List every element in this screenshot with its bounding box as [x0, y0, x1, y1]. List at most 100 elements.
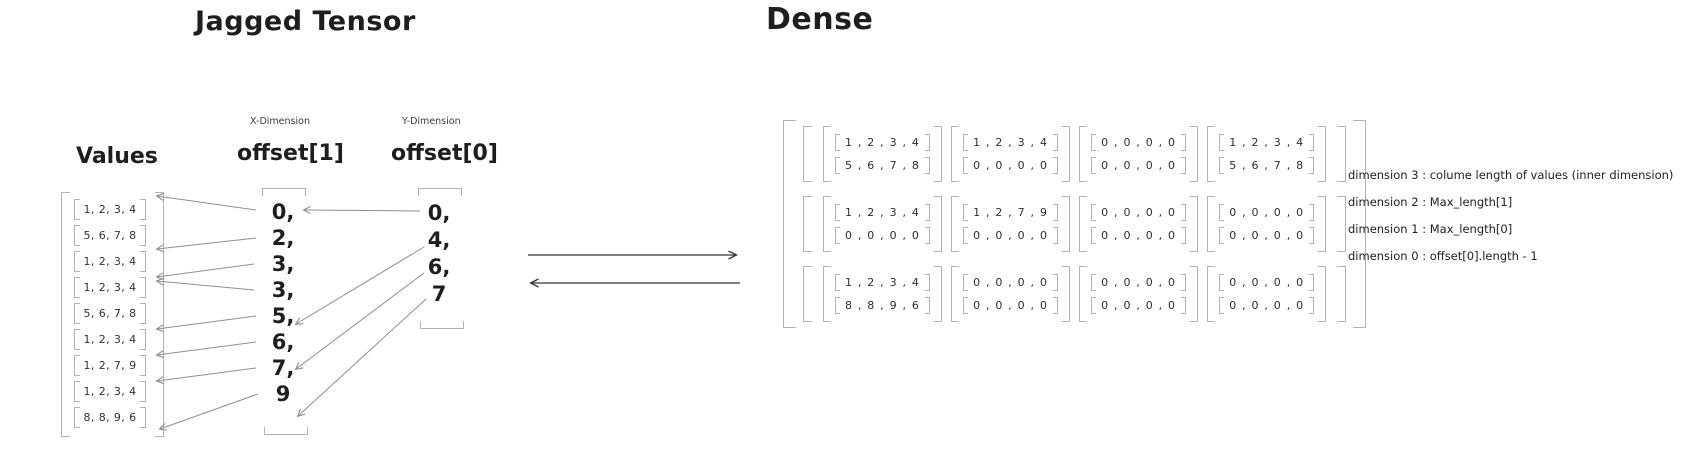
dense-vector: 0 , 0 , 0 , 0: [1091, 297, 1186, 314]
vector-text: 1 , 2 , 3 , 4: [973, 136, 1049, 149]
values-row-text: 5, 6, 7, 8: [83, 228, 137, 242]
vector-text: 0 , 0 , 0 , 0: [1229, 229, 1305, 242]
offset1-label: offset[1]: [237, 141, 344, 166]
vector-text: 8 , 8 , 9 , 6: [845, 299, 921, 312]
values-row-text: 1, 2, 3, 4: [83, 280, 137, 294]
offset1-item: 3,: [271, 252, 295, 276]
vector-text: 0 , 0 , 0 , 0: [1229, 206, 1305, 219]
dense-vector: 1 , 2 , 3 , 4: [963, 134, 1058, 151]
dense-block: 1 , 2 , 7 , 9 0 , 0 , 0 , 0: [951, 196, 1070, 252]
dimension-note: dimension 3 : colume length of values (i…: [1348, 168, 1674, 182]
dense-vector: 0 , 0 , 0 , 0: [1219, 227, 1314, 244]
vector-text: 5 , 6 , 7 , 8: [845, 159, 921, 172]
dimension-notes: dimension 3 : colume length of values (i…: [1348, 168, 1673, 276]
vector-text: 0 , 0 , 0 , 0: [973, 299, 1049, 312]
values-row: 8, 8, 9, 6: [74, 404, 146, 430]
offset0-column: 0, 4, 6, 7: [412, 188, 466, 329]
dense-vector: 0 , 0 , 0 , 0: [1091, 227, 1186, 244]
vector-text: 0 , 0 , 0 , 0: [973, 229, 1049, 242]
dense-block: 0 , 0 , 0 , 0 0 , 0 , 0 , 0: [951, 266, 1070, 322]
vector-text: 0 , 0 , 0 , 0: [845, 229, 921, 242]
offset1-item: 2,: [271, 226, 295, 250]
dense-vector: 5 , 6 , 7 , 8: [835, 157, 930, 174]
dimension-note: dimension 1 : Max_length[0]: [1348, 222, 1513, 236]
vector-text: 0 , 0 , 0 , 0: [973, 276, 1049, 289]
dense-block: 1 , 2 , 3 , 4 8 , 8 , 9 , 6: [823, 266, 942, 322]
dense-block: 0 , 0 , 0 , 0 0 , 0 , 0 , 0: [1079, 126, 1198, 182]
values-row: 5, 6, 7, 8: [74, 300, 146, 326]
values-row-text: 1, 2, 3, 4: [83, 202, 137, 216]
vector-text: 0 , 0 , 0 , 0: [1101, 299, 1177, 312]
dense-block: 1 , 2 , 3 , 4 0 , 0 , 0 , 0: [823, 196, 942, 252]
values-row-text: 1, 2, 3, 4: [83, 332, 137, 346]
dense-vector: 0 , 0 , 0 , 0: [963, 157, 1058, 174]
arrow-offset1-3b-to-values: [155, 277, 255, 291]
arrow-offset1-5-to-values: [155, 315, 257, 333]
dense-block: 0 , 0 , 0 , 0 0 , 0 , 0 , 0: [1207, 266, 1326, 322]
offset1-item: 5,: [271, 304, 295, 328]
values-row-text: 1, 2, 3, 4: [83, 384, 137, 398]
dense-row: 1 , 2 , 3 , 4 0 , 0 , 0 , 0 1 , 2 , 7 , …: [803, 196, 1346, 252]
arrow-offset0-6-to-offset1: [294, 272, 425, 371]
values-column: 1, 2, 3, 4 5, 6, 7, 8 1, 2, 3, 4 1, 2, 3…: [61, 192, 164, 437]
dense-title: Dense: [766, 2, 874, 37]
arrow-offset0-4-to-offset1: [294, 246, 425, 325]
arrow-offset1-7-to-values: [155, 367, 257, 385]
vector-text: 1 , 2 , 3 , 4: [845, 276, 921, 289]
vector-text: 0 , 0 , 0 , 0: [1101, 276, 1177, 289]
offset0-item: 0,: [427, 200, 451, 225]
dense-vector: 0 , 0 , 0 , 0: [963, 274, 1058, 291]
dense-vector: 8 , 8 , 9 , 6: [835, 297, 930, 314]
arrow-offset1-3a-to-values: [155, 263, 255, 281]
vector-text: 1 , 2 , 7 , 9: [973, 206, 1049, 219]
arrow-offset0-7-to-offset1: [296, 298, 427, 418]
dense-vector: 5 , 6 , 7 , 8: [1219, 157, 1314, 174]
values-row-text: 5, 6, 7, 8: [83, 306, 137, 320]
offset0-item: 7: [431, 281, 447, 306]
dense-vector: 1 , 2 , 3 , 4: [835, 204, 930, 221]
values-row: 1, 2, 3, 4: [74, 196, 146, 222]
vector-text: 0 , 0 , 0 , 0: [1101, 206, 1177, 219]
dense-block: 1 , 2 , 3 , 4 0 , 0 , 0 , 0: [951, 126, 1070, 182]
vector-text: 0 , 0 , 0 , 0: [1101, 159, 1177, 172]
vector-text: 0 , 0 , 0 , 0: [973, 159, 1049, 172]
dense-vector: 0 , 0 , 0 , 0: [1219, 297, 1314, 314]
dense-vector: 0 , 0 , 0 , 0: [1219, 204, 1314, 221]
dense-tensor-body: 1 , 2 , 3 , 4 5 , 6 , 7 , 8 1 , 2 , 3 , …: [796, 120, 1353, 328]
arrow-offset1-9-to-values: [158, 393, 259, 431]
dense-vector: 0 , 0 , 0 , 0: [1091, 204, 1186, 221]
offset1-item: 6,: [271, 330, 295, 354]
vector-text: 1 , 2 , 3 , 4: [845, 206, 921, 219]
offset1-item: 3,: [271, 278, 295, 302]
arrow-offset1-6-to-values: [155, 341, 257, 359]
x-dimension-label: X-Dimension: [250, 116, 310, 127]
values-row-text: 8, 8, 9, 6: [83, 410, 137, 424]
vector-text: 0 , 0 , 0 , 0: [1229, 276, 1305, 289]
dense-tensor: 1 , 2 , 3 , 4 5 , 6 , 7 , 8 1 , 2 , 3 , …: [783, 120, 1366, 328]
dense-block: 0 , 0 , 0 , 0 0 , 0 , 0 , 0: [1079, 196, 1198, 252]
offset0-label: offset[0]: [391, 141, 498, 166]
dense-vector: 1 , 2 , 3 , 4: [835, 274, 930, 291]
vector-text: 0 , 0 , 0 , 0: [1229, 299, 1305, 312]
vector-text: 0 , 0 , 0 , 0: [1101, 136, 1177, 149]
dense-vector: 1 , 2 , 3 , 4: [1219, 134, 1314, 151]
values-row-text: 1, 2, 3, 4: [83, 254, 137, 268]
dense-vector: 0 , 0 , 0 , 0: [963, 227, 1058, 244]
dense-block: 0 , 0 , 0 , 0 0 , 0 , 0 , 0: [1207, 196, 1326, 252]
offset0-item: 4,: [427, 227, 451, 252]
dense-vector: 0 , 0 , 0 , 0: [1219, 274, 1314, 291]
offset0-item: 6,: [427, 254, 451, 279]
arrow-offset1-2-to-values: [155, 237, 257, 253]
values-row: 5, 6, 7, 8: [74, 222, 146, 248]
dense-block: 0 , 0 , 0 , 0 0 , 0 , 0 , 0: [1079, 266, 1198, 322]
dense-row: 1 , 2 , 3 , 4 8 , 8 , 9 , 6 0 , 0 , 0 , …: [803, 266, 1346, 322]
dense-vector: 0 , 0 , 0 , 0: [835, 227, 930, 244]
offset1-column: 0, 2, 3, 3, 5, 6, 7, 9: [256, 188, 310, 435]
dense-row: 1 , 2 , 3 , 4 5 , 6 , 7 , 8 1 , 2 , 3 , …: [803, 126, 1346, 182]
offset1-item: 7,: [271, 356, 295, 380]
arrow-offset0-0-to-offset1: [302, 206, 421, 215]
dense-vector: 0 , 0 , 0 , 0: [963, 297, 1058, 314]
values-row: 1, 2, 3, 4: [74, 274, 146, 300]
jagged-tensor-title: Jagged Tensor: [195, 6, 416, 37]
